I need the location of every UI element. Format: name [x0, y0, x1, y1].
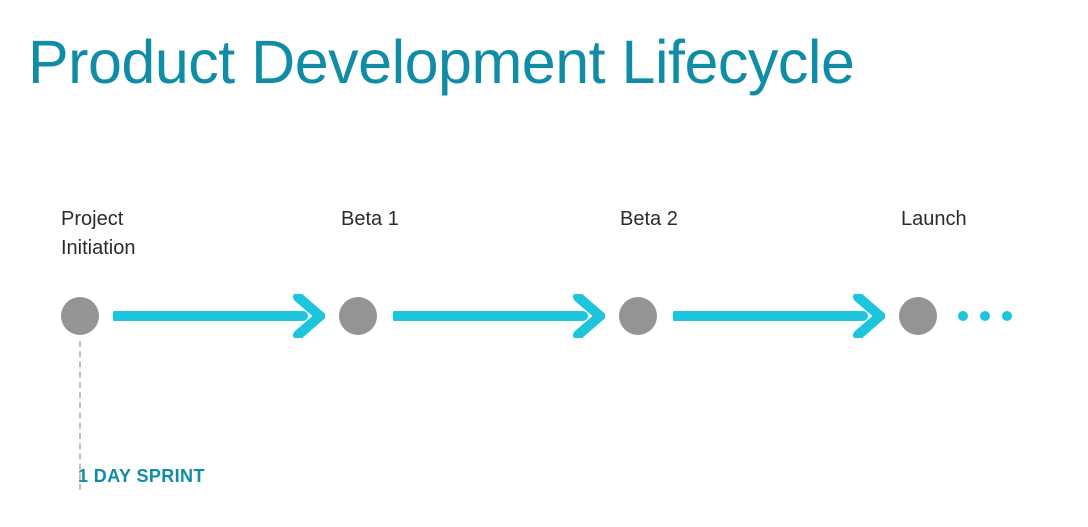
- stage-label-beta-1: Beta 1: [341, 208, 399, 230]
- right-arrow-icon: [673, 294, 885, 338]
- ellipsis-dot: [1002, 311, 1012, 321]
- right-arrow-icon: [113, 294, 325, 338]
- stage-label-beta-2: Beta 2: [620, 208, 678, 230]
- sprint-duration-label: 1 DAY SPRINT: [78, 466, 205, 486]
- stage-node-project-initiation[interactable]: [61, 297, 99, 335]
- stage-node-beta-2[interactable]: [619, 297, 657, 335]
- stage-node-launch[interactable]: [899, 297, 937, 335]
- ellipsis-dot: [958, 311, 968, 321]
- dashed-vertical-line-icon: [79, 341, 81, 490]
- stage-label-project-initiation: Project Initiation: [61, 208, 136, 259]
- ellipsis-dot: [980, 311, 990, 321]
- right-arrow-icon: [393, 294, 605, 338]
- page-title: Product Development Lifecycle: [28, 28, 855, 96]
- stage-node-beta-1[interactable]: [339, 297, 377, 335]
- stage-label-launch: Launch: [901, 208, 967, 230]
